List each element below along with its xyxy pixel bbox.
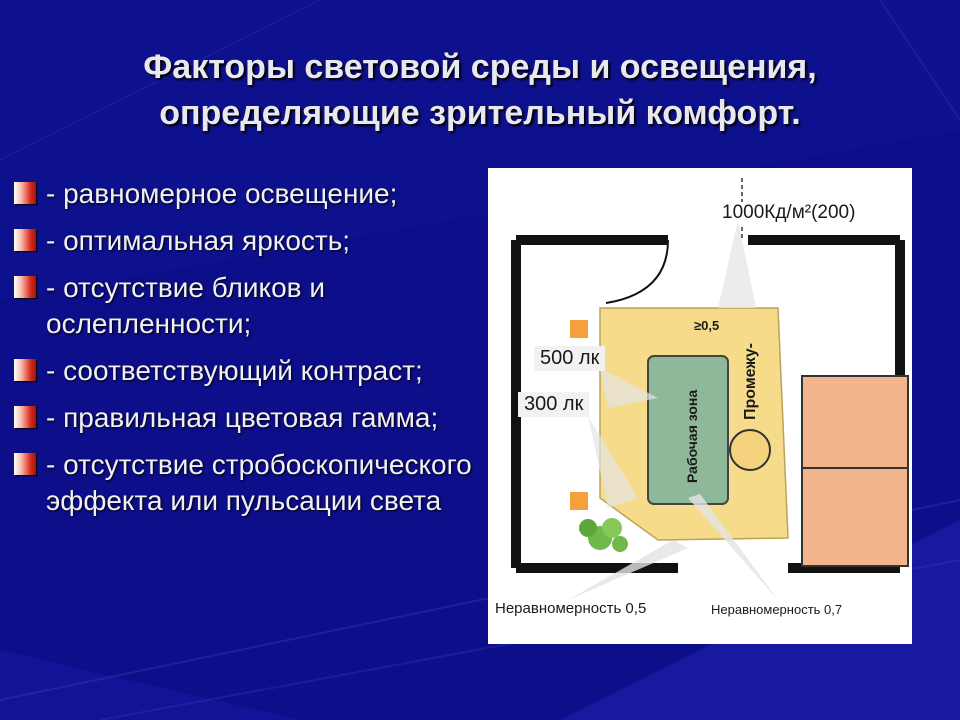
intermediate-zone-label: Промежу- xyxy=(742,343,759,420)
list-item-text: - оптимальная яркость; xyxy=(46,225,351,256)
square-bullet-icon xyxy=(14,406,36,428)
list-item: - правильная цветовая гамма; xyxy=(14,400,474,436)
title-line-1: Факторы световой среды и освещения, xyxy=(143,48,817,86)
work-zone-label: Рабочая зона xyxy=(684,389,700,483)
list-item: - отсутствие бликов и ослепленности; xyxy=(14,270,474,342)
floor-plan-drawing xyxy=(511,178,909,600)
list-item: - отсутствие стробоскопического эффекта … xyxy=(14,447,474,519)
list-item-text: - правильная цветовая гамма; xyxy=(46,402,439,433)
room-lighting-plan: 1000Кд/м²(200) 500 лк 300 лк ≥0,5 Рабоча… xyxy=(488,168,912,644)
square-bullet-icon xyxy=(14,182,36,204)
nonuniformity-label-1: Неравномерность 0,5 xyxy=(492,600,650,617)
list-item: - оптимальная яркость; xyxy=(14,223,474,259)
square-bullet-icon xyxy=(14,453,36,475)
list-item-text: - равномерное освещение; xyxy=(46,178,398,209)
nonuniformity-label-2: Неравномерность 0,7 xyxy=(708,602,846,617)
list-item: - равномерное освещение; xyxy=(14,176,474,212)
illuminance-500-label: 500 лк xyxy=(534,346,606,371)
factor-list: - равномерное освещение; - оптимальная я… xyxy=(14,176,474,530)
min-ratio-label: ≥0,5 xyxy=(694,318,720,333)
list-item-text: - отсутствие бликов и ослепленности; xyxy=(46,272,325,339)
list-item-text: - соответствующий контраст; xyxy=(46,355,423,386)
square-bullet-icon xyxy=(14,229,36,251)
luminance-label: 1000Кд/м²(200) xyxy=(720,202,858,224)
square-bullet-icon xyxy=(14,276,36,298)
list-item: - соответствующий контраст; xyxy=(14,353,474,389)
illuminance-300-label: 300 лк xyxy=(518,392,590,417)
list-item-text: - отсутствие стробоскопического эффекта … xyxy=(46,449,472,516)
square-bullet-icon xyxy=(14,359,36,381)
slide-title: Факторы световой среды и освещения, опре… xyxy=(60,44,900,136)
title-line-2: определяющие зрительный комфорт. xyxy=(159,94,801,132)
